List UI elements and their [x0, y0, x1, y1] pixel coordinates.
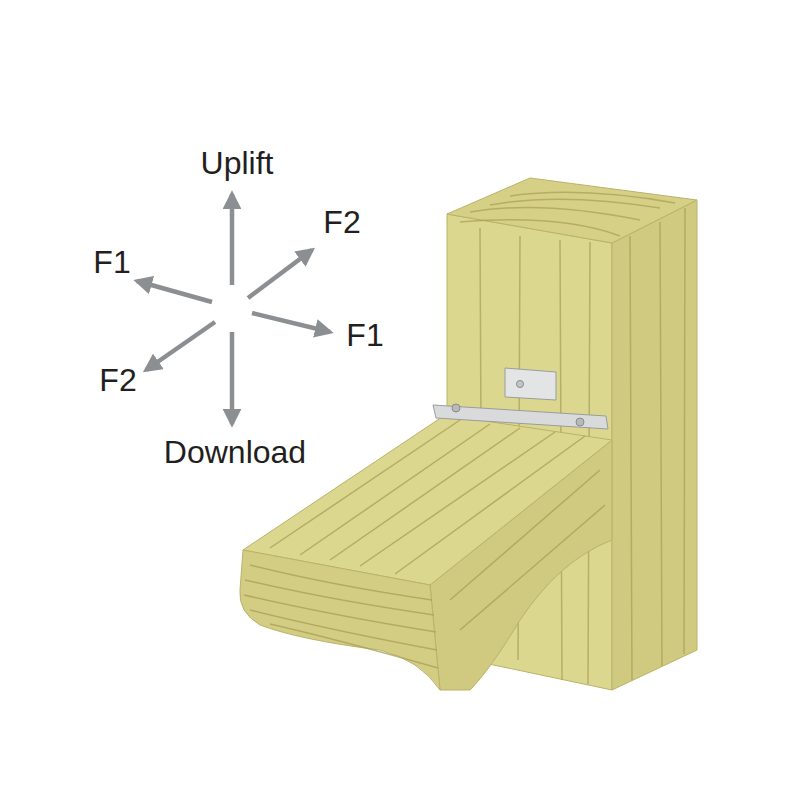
arrow-f1 — [137, 281, 212, 302]
force-label: F2 — [99, 364, 136, 396]
force-label: F2 — [323, 206, 360, 238]
arrow-f2 — [248, 250, 312, 298]
force-label: Download — [164, 436, 306, 468]
force-arrows — [137, 194, 330, 424]
metal-clip — [433, 368, 608, 429]
force-label: F1 — [346, 319, 383, 351]
arrow-uplift — [230, 194, 235, 285]
force-label: F1 — [93, 246, 130, 278]
force-label: Uplift — [201, 147, 274, 179]
arrow-f1 — [252, 313, 330, 332]
arrow-f2 — [146, 322, 215, 370]
arrow-download — [230, 332, 235, 424]
